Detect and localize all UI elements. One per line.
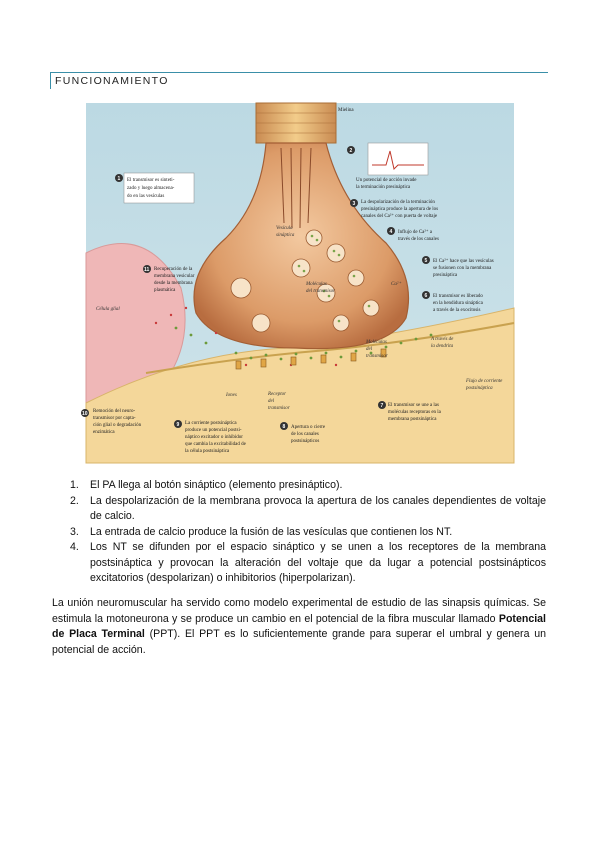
svg-text:Moléculas: Moléculas [305, 282, 327, 287]
svg-text:11: 11 [144, 267, 150, 273]
svg-text:transmisor: transmisor [366, 354, 388, 359]
svg-text:La despolarización de la termi: La despolarización de la terminación [361, 200, 435, 205]
svg-text:1: 1 [118, 176, 121, 182]
svg-text:5: 5 [425, 258, 428, 264]
postsynaptic-receptors [235, 348, 387, 370]
svg-text:que cambia la excitabilidad de: que cambia la excitabilidad de [185, 442, 247, 447]
synapse-svg: Mielina 1 El transmisor es sinteti- zado… [81, 102, 515, 464]
svg-text:membrana postsináptica: membrana postsináptica [388, 417, 437, 422]
svg-text:membrana vesicular: membrana vesicular [154, 274, 195, 279]
svg-text:la dendrita: la dendrita [431, 344, 454, 349]
synapse-illustration: Mielina 1 El transmisor es sinteti- zado… [81, 102, 515, 464]
body-paragraph: La unión neuromuscular ha servido como m… [52, 597, 546, 656]
svg-text:sináptica: sináptica [276, 233, 295, 238]
svg-text:La corriente postsináptica: La corriente postsináptica [185, 421, 237, 426]
svg-text:Célula glial: Célula glial [96, 307, 120, 312]
svg-text:Vesícula: Vesícula [276, 226, 293, 231]
svg-text:se fusionen con la membrana: se fusionen con la membrana [433, 266, 492, 271]
svg-text:produce un potencial postsi-: produce un potencial postsi- [185, 428, 242, 433]
svg-text:Remoción del neuro-: Remoción del neuro- [93, 409, 136, 414]
svg-text:postsinápticos: postsinápticos [291, 439, 319, 444]
svg-text:canales del Ca²⁺ con puerta de: canales del Ca²⁺ con puerta de voltaje [361, 213, 438, 219]
svg-text:la célula postsináptica: la célula postsináptica [185, 449, 230, 454]
list-item: 2.La despolarización de la membrana prov… [70, 494, 546, 523]
svg-text:moléculas receptoras en la: moléculas receptoras en la [388, 410, 442, 415]
svg-text:a través de la exocitosis: a través de la exocitosis [433, 308, 481, 313]
section-title: FUNCIONAMIENTO [55, 75, 169, 87]
svg-text:ción glial o degradación: ción glial o degradación [93, 423, 142, 428]
svg-text:7: 7 [381, 403, 384, 409]
list-item: 3.La entrada de calcio produce la fusión… [70, 525, 453, 538]
list-item: 4.Los NT se difunden por el espacio siná… [70, 541, 546, 584]
svg-text:del transmisor: del transmisor [306, 289, 335, 294]
svg-text:Iones: Iones [225, 393, 237, 398]
svg-text:presináptica: presináptica [433, 273, 458, 278]
svg-text:Apertura o cierre: Apertura o cierre [291, 425, 326, 430]
svg-text:6: 6 [425, 293, 428, 299]
svg-text:zado y luego almacena-: zado y luego almacena- [127, 186, 175, 191]
section-header: FUNCIONAMIENTO [50, 72, 548, 89]
svg-text:transmisor por capta-: transmisor por capta- [93, 416, 136, 421]
svg-text:Recuperación de la: Recuperación de la [154, 267, 193, 272]
svg-text:9: 9 [177, 422, 180, 428]
svg-text:del: del [366, 347, 373, 352]
svg-text:8: 8 [283, 424, 286, 430]
svg-text:postsináptica: postsináptica [465, 386, 493, 391]
svg-text:transmisor: transmisor [268, 406, 290, 411]
svg-text:en la hendidura sináptica: en la hendidura sináptica [433, 301, 484, 306]
svg-text:4: 4 [390, 229, 393, 235]
svg-text:do en las vesículas: do en las vesículas [127, 194, 164, 199]
svg-text:enzimática: enzimática [93, 430, 115, 435]
postsynaptic-membrane [145, 322, 515, 374]
svg-text:10: 10 [82, 411, 88, 417]
svg-text:la terminación presináptica: la terminación presináptica [356, 185, 411, 190]
svg-text:del: del [268, 399, 275, 404]
svg-text:Moléculas: Moléculas [365, 340, 387, 345]
svg-text:Influjo de Ca²⁺ a: Influjo de Ca²⁺ a [398, 229, 433, 235]
steps-list: 1.El PA llega al botón sináptico (elemen… [70, 478, 546, 587]
svg-text:Ca²⁺: Ca²⁺ [391, 281, 401, 287]
svg-text:plasmática: plasmática [154, 288, 176, 293]
svg-text:El transmisor es liberado: El transmisor es liberado [433, 294, 483, 299]
svg-text:desde la membrana: desde la membrana [154, 281, 193, 286]
svg-text:través de los canales: través de los canales [398, 237, 439, 242]
svg-text:Receptor: Receptor [267, 392, 286, 397]
svg-text:3: 3 [353, 201, 356, 207]
presynaptic-terminal [193, 142, 410, 350]
svg-text:El transmisor se une a las: El transmisor se une a las [388, 403, 439, 408]
svg-text:presináptica produce la apertu: presináptica produce la apertura de los [361, 207, 438, 212]
svg-text:2: 2 [350, 148, 353, 154]
synaptic-vesicles [230, 229, 380, 333]
svg-text:El Ca²⁺ hace que las vesículas: El Ca²⁺ hace que las vesículas [433, 258, 494, 264]
svg-text:Un potencial de acción invade: Un potencial de acción invade [356, 178, 417, 183]
transmitter-molecules [174, 326, 433, 361]
svg-text:náptico excitador o inhibidor: náptico excitador o inhibidor [185, 435, 243, 440]
svg-text:Flujo de corriente: Flujo de corriente [465, 379, 503, 384]
action-potential-inset [367, 142, 429, 176]
list-item: 1.El PA llega al botón sináptico (elemen… [70, 479, 343, 491]
bold-term: Potencial de Placa Terminal [52, 612, 546, 641]
svg-text:A través de: A través de [430, 337, 454, 342]
svg-text:El transmisor es sinteti-: El transmisor es sinteti- [127, 178, 175, 183]
label-mielina: Mielina [338, 108, 354, 113]
callout-step1 [123, 172, 195, 204]
svg-text:de los canales: de los canales [291, 432, 319, 437]
